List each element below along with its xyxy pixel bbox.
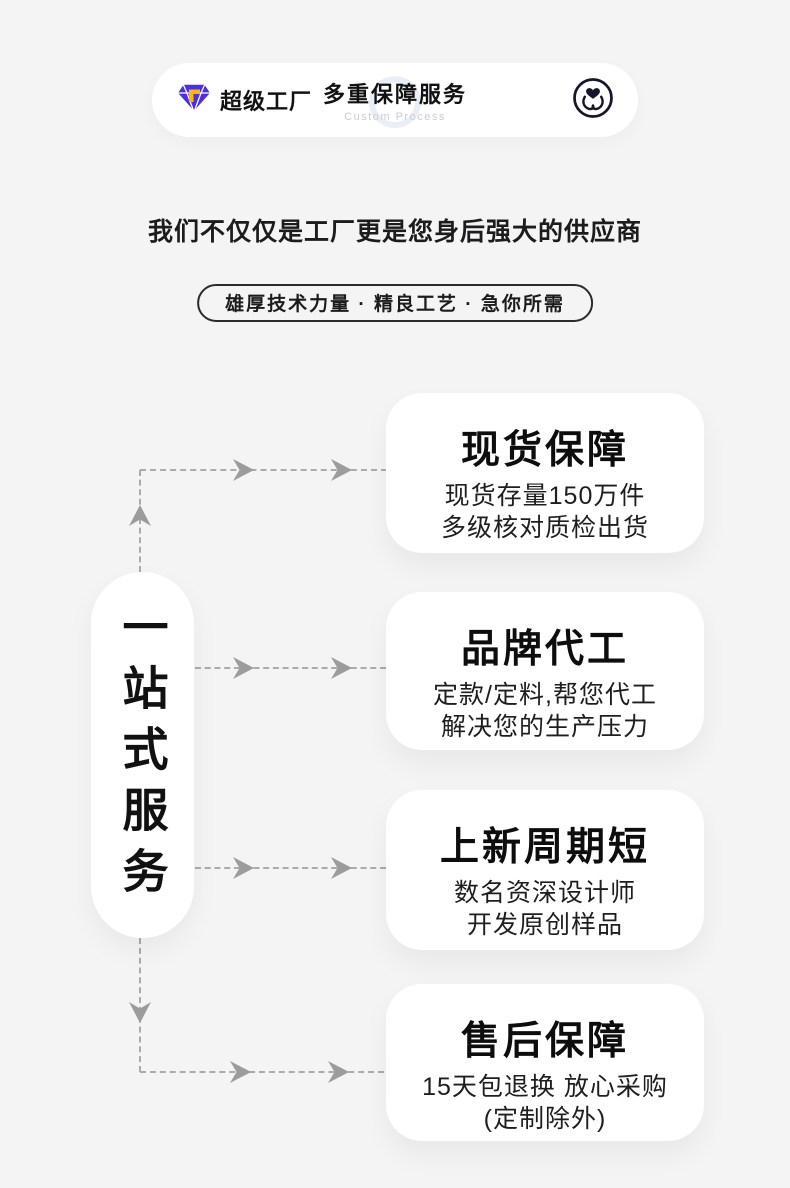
header-title-group: 多重保障服务 Custom Process (275, 76, 515, 129)
watermark-circle (369, 76, 421, 129)
header-title: 多重保障服务 (322, 82, 467, 107)
arrow-right-icon (328, 1061, 349, 1083)
card-line: 定款/定料,帮您代工 (433, 681, 657, 709)
arrow-right-icon (233, 857, 254, 879)
connector-line-top-vertical (139, 470, 141, 572)
arrow-down-icon (129, 1002, 151, 1023)
connector-line-card1 (140, 469, 387, 471)
tagline-pill: 雄厚技术力量 · 精良工艺 · 急你所需 (197, 284, 593, 322)
card-title: 品牌代工 (460, 628, 629, 671)
arrow-up-icon (129, 505, 151, 526)
card-line: 多级核对质检出货 (440, 513, 649, 542)
card-title: 现货保障 (460, 429, 629, 472)
headline: 我们不仅仅是工厂更是您身后强大的供应商 (147, 218, 642, 246)
card-line: 15天包退换 放心采购 (422, 1073, 668, 1101)
card-line: (定制除外) (483, 1104, 607, 1133)
arrow-right-icon (233, 459, 254, 481)
arrow-right-icon (331, 657, 352, 679)
brand: 超级工厂 (175, 82, 313, 118)
card-line: 数名资深设计师 (453, 879, 636, 907)
service-label: 一站式服务 (116, 602, 169, 908)
header-subtitle: Custom Process (344, 111, 446, 123)
header-pill: 超级工厂 多重保障服务 Custom Process (152, 63, 638, 137)
arrow-right-icon (331, 459, 352, 481)
connector-line-bottom-vertical (139, 938, 141, 1072)
arrow-right-icon (331, 857, 352, 879)
arrow-right-icon (233, 657, 254, 679)
arrow-right-icon (230, 1061, 251, 1083)
card-line: 现货存量150万件 (444, 482, 646, 510)
service-card-after-sales: 售后保障 15天包退换 放心采购 (定制除外) (386, 984, 704, 1141)
hands-holding-heart-icon (572, 77, 614, 124)
service-card-brand-oem: 品牌代工 定款/定料,帮您代工 解决您的生产压力 (386, 592, 704, 750)
brand-label: 超级工厂 (220, 89, 313, 114)
card-line: 开发原创样品 (466, 910, 623, 939)
card-title: 上新周期短 (439, 826, 650, 869)
card-line: 解决您的生产压力 (440, 712, 649, 741)
service-card-stock-guarantee: 现货保障 现货存量150万件 多级核对质检出货 (386, 393, 704, 553)
diamond-factory-icon (175, 82, 213, 118)
connector-line-card3 (195, 867, 386, 869)
card-title: 售后保障 (460, 1020, 629, 1063)
service-pill: 一站式服务 (91, 572, 194, 938)
service-card-fast-new-arrivals: 上新周期短 数名资深设计师 开发原创样品 (386, 790, 704, 950)
connector-line-card2 (195, 667, 386, 669)
connector-line-card4 (140, 1071, 384, 1073)
